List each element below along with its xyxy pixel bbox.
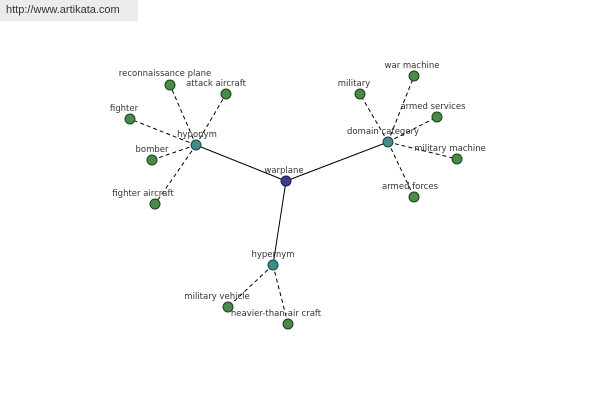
edge-domain-military-machine — [387, 141, 458, 160]
hypernym-children: military vehicle heavier-than-air craft — [184, 292, 322, 330]
label-root-warplane: warplane — [264, 166, 303, 176]
node-hyponym[interactable] — [190, 139, 202, 151]
label-armed-forces: armed forces — [382, 182, 439, 192]
edge-hyponym-reconnaissance-plane — [169, 84, 197, 146]
label-bomber: bomber — [136, 145, 170, 155]
relation-nodes: hyponym domain category hypernym — [177, 127, 419, 271]
edge-hyponym-attack-aircraft — [195, 93, 227, 146]
edge-domain-military — [359, 93, 389, 143]
edge-domain-war-machine — [387, 75, 415, 143]
edge-hypernym-heavier-than-air-craft — [272, 264, 289, 325]
label-domain-category: domain category — [347, 127, 419, 137]
label-hyponym: hyponym — [177, 130, 217, 140]
label-fighter: fighter — [110, 104, 139, 114]
node-attack-aircraft[interactable] — [220, 88, 232, 100]
label-military-vehicle: military vehicle — [184, 292, 249, 302]
label-armed-services: armed services — [400, 102, 466, 112]
label-reconnaissance-plane: reconnaissance plane — [119, 69, 211, 79]
edge-hyponym-fighter — [129, 118, 197, 146]
node-fighter[interactable] — [124, 113, 136, 125]
label-military: military — [338, 79, 370, 89]
edge-domain-armed-services — [387, 116, 438, 143]
label-heavier-than-air-craft: heavier-than-air craft — [231, 309, 322, 319]
node-military-machine[interactable] — [451, 153, 463, 165]
edge-hyponym-fighter-aircraft — [154, 144, 197, 205]
node-domain-category[interactable] — [382, 136, 394, 148]
node-military-vehicle[interactable] — [222, 301, 234, 313]
site-url[interactable]: http://www.artikata.com — [0, 0, 138, 21]
label-hypernym: hypernym — [251, 250, 294, 260]
label-attack-aircraft: attack aircraft — [186, 79, 246, 89]
domain-category-children: military war machine armed services mili… — [338, 61, 486, 203]
node-bomber[interactable] — [146, 154, 158, 166]
node-fighter-aircraft[interactable] — [149, 198, 161, 210]
hyponym-children: reconnaissance plane attack aircraft fig… — [110, 69, 247, 210]
edge-root-domain-category — [285, 141, 389, 182]
node-armed-services[interactable] — [431, 111, 443, 123]
node-heavier-than-air-craft[interactable] — [282, 318, 294, 330]
node-reconnaissance-plane[interactable] — [164, 79, 176, 91]
node-war-machine[interactable] — [408, 70, 420, 82]
label-fighter-aircraft: fighter aircraft — [112, 189, 174, 199]
node-military[interactable] — [354, 88, 366, 100]
edge-hypernym-military-vehicle — [227, 264, 274, 308]
node-hypernym[interactable] — [267, 259, 279, 271]
edge-root-hypernym — [272, 180, 287, 266]
edge-root-hyponym — [195, 144, 287, 182]
node-root-warplane[interactable] — [280, 175, 292, 187]
edge-hyponym-bomber — [151, 144, 197, 161]
edge-domain-armed-forces — [387, 141, 415, 198]
label-war-machine: war machine — [385, 61, 440, 71]
node-armed-forces[interactable] — [408, 191, 420, 203]
label-military-machine: military machine — [414, 144, 486, 154]
